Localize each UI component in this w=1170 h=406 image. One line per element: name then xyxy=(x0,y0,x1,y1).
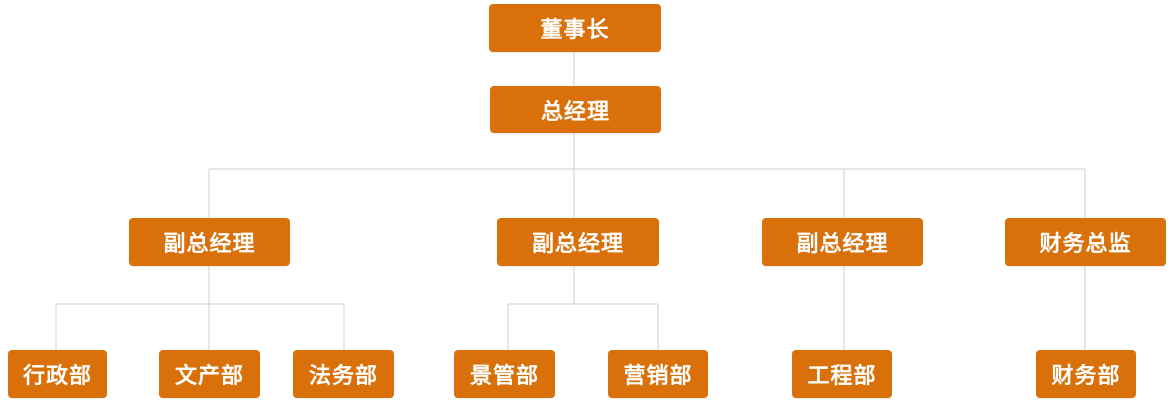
node-dept-engineering-label: 工程部 xyxy=(807,364,877,389)
node-dept-culture-label: 文产部 xyxy=(174,364,244,389)
node-finance-director: 财务总监 xyxy=(1005,218,1166,266)
node-dept-finance-label: 财务部 xyxy=(1051,364,1121,389)
node-dept-culture: 文产部 xyxy=(159,350,260,398)
node-general-manager-label: 总经理 xyxy=(540,99,610,125)
node-dept-admin: 行政部 xyxy=(8,350,107,398)
node-dept-scenic-label: 景管部 xyxy=(469,364,539,389)
node-deputy-gm-1-label: 副总经理 xyxy=(163,232,256,257)
node-deputy-gm-3: 副总经理 xyxy=(762,218,923,266)
node-deputy-gm-3-label: 副总经理 xyxy=(796,232,889,257)
node-dept-admin-label: 行政部 xyxy=(22,364,92,389)
node-dept-scenic: 景管部 xyxy=(454,350,555,398)
node-deputy-gm-1: 副总经理 xyxy=(129,218,290,266)
node-deputy-gm-2-label: 副总经理 xyxy=(531,232,624,257)
node-finance-director-label: 财务总监 xyxy=(1039,232,1132,257)
node-dept-finance: 财务部 xyxy=(1036,350,1136,398)
node-dept-engineering: 工程部 xyxy=(792,350,892,398)
node-dept-marketing: 营销部 xyxy=(608,350,708,398)
node-dept-legal: 法务部 xyxy=(293,350,394,398)
node-chairman-label: 董事长 xyxy=(540,18,610,43)
node-general-manager: 总经理 xyxy=(490,86,661,133)
node-dept-marketing-label: 营销部 xyxy=(623,364,693,389)
node-dept-legal-label: 法务部 xyxy=(308,364,378,389)
node-chairman: 董事长 xyxy=(489,4,661,52)
node-deputy-gm-2: 副总经理 xyxy=(497,218,659,266)
